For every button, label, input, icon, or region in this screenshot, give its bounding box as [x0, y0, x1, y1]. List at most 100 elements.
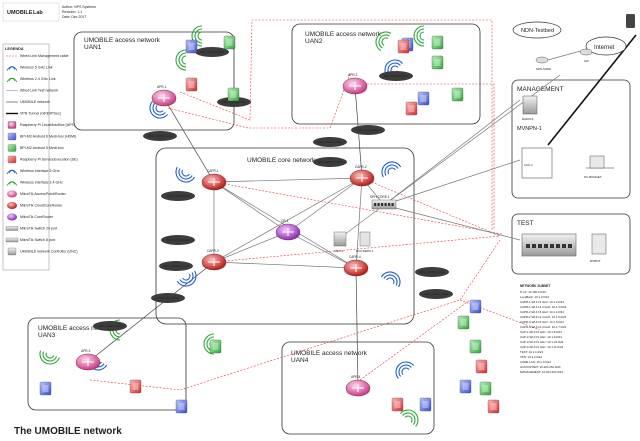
- switch-icon: [371, 199, 397, 210]
- pc-monitor-icon: [589, 155, 605, 169]
- legend-item: Wireless 2.4 GHz Link: [6, 77, 56, 83]
- core-link: [383, 204, 521, 241]
- client-device-icon: [175, 399, 188, 414]
- unc-label: UNC-1: [334, 249, 343, 253]
- legend-item-label: Wireless interface 5 GHz: [20, 169, 60, 173]
- apr4-label: APR-4: [351, 375, 361, 379]
- client-device-icon: [431, 55, 444, 70]
- wireless-signal-icon: [395, 361, 415, 379]
- legend-item: Wireless interface 2.4 GHz: [6, 181, 63, 186]
- client-device-icon: [185, 77, 198, 92]
- client-device-icon: [431, 35, 444, 50]
- legend-title: LEGENDA: [5, 47, 24, 51]
- legend-item-label: BPi-M2 Android 5 Medi-box: [20, 146, 64, 150]
- ndn-cloud: NDN-Testbed: [512, 21, 562, 39]
- core-label: UMOBILE core network: [247, 157, 316, 164]
- internet-cloud: Internet: [585, 36, 627, 56]
- legend: LEGENDA Wired Link Management cableWirel…: [2, 43, 78, 271]
- client-device: [39, 381, 52, 396]
- cloud-icon: [161, 235, 195, 245]
- wireless-signal-icon: [176, 270, 197, 287]
- wireless-signal-icon: [175, 166, 196, 183]
- ssid-cloud: SSID: CAPR1-2.4GHz: [313, 137, 347, 147]
- legend-item-label: MikroTik Switch 24 port: [20, 227, 57, 231]
- legend-item-label: MikroTik Switch 8 port: [20, 238, 55, 242]
- client-device-icon: [405, 101, 418, 116]
- cloud-icon: [151, 293, 185, 303]
- core-link: [355, 177, 363, 269]
- client-device: [451, 87, 464, 102]
- docserv: DOCSERV-1: [356, 231, 374, 253]
- cloud-icon: [161, 191, 195, 201]
- wireless-signal-icon: [175, 49, 187, 71]
- ssid-cloud: SSID: UAP1-2.4GHz: [217, 97, 251, 107]
- client-device: [397, 39, 410, 54]
- network-summary: NETWORK SUBNET P-t-P: 10.150.0.0/16LoopB…: [520, 284, 567, 374]
- management-devices: RADIUS LOC-1 PC-BUDGET: [521, 95, 605, 179]
- client-device: [487, 399, 500, 414]
- test-box: [511, 213, 631, 275]
- client-device: [175, 399, 188, 414]
- legend-item: Raspberry Pi LinuxMotoBox (APS): [7, 121, 75, 129]
- ssid-label: SSID: UAP1-2.4GHz: [222, 100, 247, 104]
- cloud-icon: [159, 261, 193, 271]
- remote-laptop-icon: [626, 14, 635, 28]
- wireless-icon: [8, 170, 16, 174]
- core-link: [287, 177, 363, 233]
- wireless-signal-icon: [191, 25, 203, 47]
- core-link: [383, 159, 521, 206]
- date-text: Date: Dec 2017: [62, 15, 86, 19]
- legend-item-label: Wireless interface 2.4 GHz: [20, 181, 63, 185]
- legend-item: MikroTik CloudCoreRouter: [7, 202, 63, 209]
- ssid-label: SSID: UAP1-5 ADN1: [200, 50, 225, 54]
- capr3-router: CAPR-3: [201, 249, 227, 271]
- mgmt-link: [167, 73, 351, 129]
- logo-sub: Lab: [33, 10, 43, 16]
- management-box: [511, 79, 631, 199]
- device-icon: [7, 155, 17, 164]
- mgmt-link: [359, 299, 471, 381]
- apr3-router: APR-3: [75, 349, 101, 371]
- legend-item-label: VPN Tunnel (GRE/IPSec): [20, 112, 61, 116]
- client-device: [459, 379, 472, 394]
- ssid-label: SSID: CAPR2-2.4GHz: [317, 160, 344, 164]
- cloud-icon: [93, 321, 127, 331]
- network-summary-title: NETWORK SUBNET: [520, 284, 551, 288]
- switch-port: [550, 244, 554, 248]
- author-text: Author: NPS Systems: [62, 5, 96, 9]
- ndn-cloud-label: NDN-Testbed: [521, 28, 554, 34]
- legend-item-label: Wireless 2.4 GHz Link: [20, 77, 56, 81]
- legend-item-label: MikroTik AccessPoint/Router: [20, 192, 67, 196]
- cloud-icon: [419, 289, 453, 299]
- revision-text: Revision: 1.1: [62, 10, 82, 14]
- ssid-cloud: SSID: UAP4-2.4GHz: [419, 289, 453, 299]
- apr1-router: APR-1: [151, 85, 177, 107]
- uan4-box: [281, 341, 435, 435]
- summary-line: CAPR-4-WI-FI-2.4 GHz: 10.1.7.0/24: [520, 325, 567, 329]
- switch-port: [544, 244, 548, 248]
- capr4-router: CAPR-4: [343, 255, 369, 277]
- client-device: [129, 379, 142, 394]
- core-switch-label: SPH-CORE-1: [370, 195, 390, 199]
- legend-item: Wired Link Management cable: [6, 54, 69, 58]
- ssid-cloud: SSID: UAP2-2.4GHz1: [379, 71, 413, 81]
- client-device: [469, 299, 482, 314]
- cloud-icon: [379, 71, 413, 81]
- apr2-label: APR-2: [348, 73, 358, 77]
- wireless-icon: [8, 66, 16, 70]
- legend-item: BPi-M3 Android 6 Medi-box (HDMI): [7, 132, 76, 141]
- test-label: TEST: [517, 220, 534, 227]
- mgmt-link: [89, 239, 501, 391]
- client-device: [223, 35, 236, 50]
- cloud-icon: [195, 47, 229, 57]
- vpn-tunnel: [547, 34, 637, 146]
- legend-item: Wireless 5 GHz Link: [6, 66, 53, 71]
- core-switch: SPH-CORE-1: [370, 195, 397, 210]
- summary-line: TEST: 10.2.1.0/24: [520, 350, 544, 354]
- client-device-icon: [451, 87, 464, 102]
- client-device: [431, 55, 444, 70]
- summary-line: CAPR-1-WI-FI-2.4 GHz: 10.1.3.0/24: [520, 305, 567, 309]
- wireless-icon: [8, 181, 16, 185]
- client-device-icon: [129, 379, 142, 394]
- device-icon: [7, 132, 17, 141]
